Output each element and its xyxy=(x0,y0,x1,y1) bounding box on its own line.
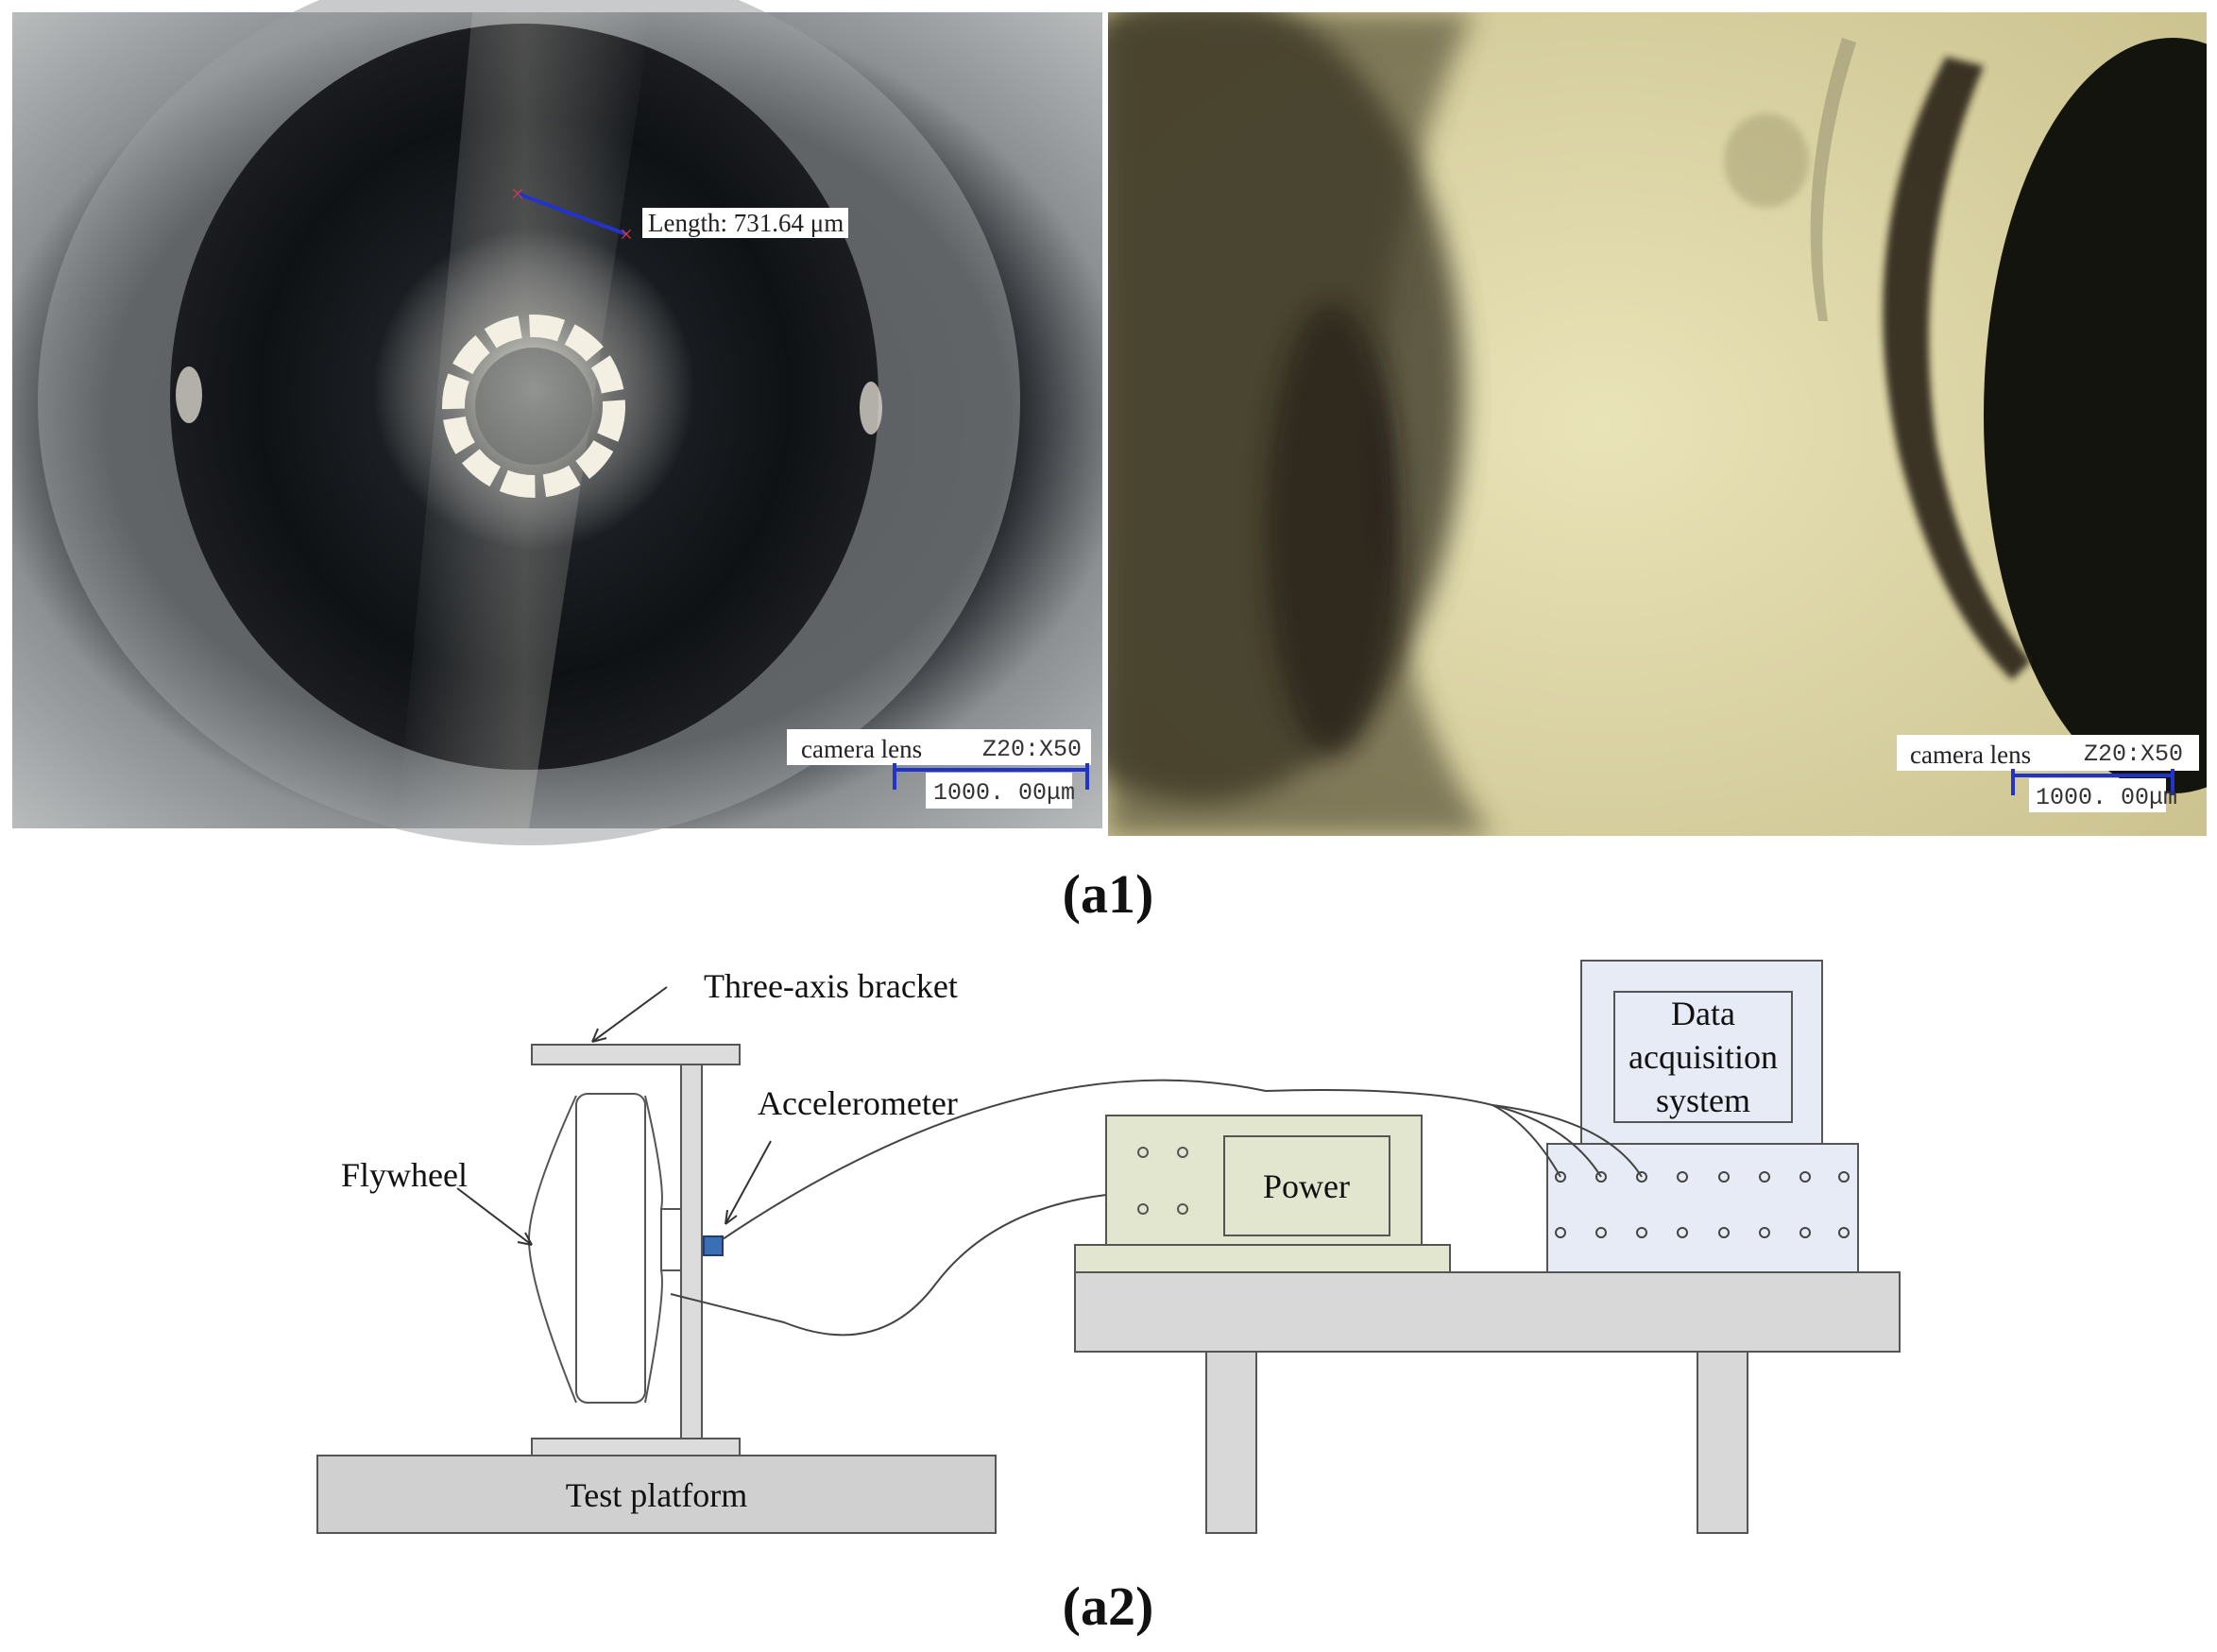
measurement-line xyxy=(517,192,627,236)
accelerometer-sensor xyxy=(703,1235,724,1256)
right-microscope-photo: camera lens Z20:X50 1000. 00μm xyxy=(1108,12,2207,836)
label-daq-line1: Data xyxy=(1671,995,1735,1032)
left-scalebar-title: camera lens xyxy=(801,735,922,763)
flywheel-rim xyxy=(575,1093,646,1404)
right-scalebar-title: camera lens xyxy=(1910,741,2031,769)
right-bore-hole xyxy=(1984,38,2207,793)
power-terminals xyxy=(1137,1147,1188,1215)
bracket-base-plate xyxy=(531,1438,741,1456)
table-top xyxy=(1074,1271,1901,1353)
accelerometer-cable xyxy=(722,1079,1561,1240)
left-side-reflection xyxy=(176,366,202,423)
flywheel-disc xyxy=(527,1095,577,1404)
measurement-label-box xyxy=(642,208,848,238)
center-reflection xyxy=(475,348,592,465)
power-panel xyxy=(1223,1135,1390,1236)
left-scalebar-zoom: Z20:X50 xyxy=(982,736,1082,763)
right-scalebar-value: 1000. 00μm xyxy=(2036,784,2177,811)
schematic-labels: Three-axis bracket Accelerometer Flywhee… xyxy=(341,967,1778,1514)
label-daq-line3: system xyxy=(1656,1081,1750,1119)
ring-light-reflection xyxy=(442,315,625,498)
right-scalebar-title-box xyxy=(1897,735,2199,771)
left-scalebar-value: 1000. 00μm xyxy=(933,779,1075,807)
label-flywheel: Flywheel xyxy=(341,1156,468,1194)
label-accelerometer: Accelerometer xyxy=(758,1084,958,1122)
bracket-pillar xyxy=(680,1061,703,1439)
right-side-reflection xyxy=(860,382,882,434)
daq-terminals xyxy=(1555,1171,1850,1238)
label-three-axis-bracket: Three-axis bracket xyxy=(704,967,958,1005)
right-scalebar-zoom: Z20:X50 xyxy=(2084,741,2183,768)
bracket-top-plate xyxy=(531,1044,741,1065)
test-setup-schematic xyxy=(316,960,1901,1534)
panel-label-a2: (a2) xyxy=(1063,1575,1154,1637)
left-scalebar-value-box xyxy=(926,773,1072,809)
leader-lines xyxy=(456,986,772,1246)
measurement-start-mark: × xyxy=(511,182,524,207)
panel-label-a1: (a1) xyxy=(1063,863,1154,925)
right-scalebar-value-box xyxy=(2029,778,2166,812)
label-test-platform: Test platform xyxy=(566,1476,747,1514)
measurement-label: Length: 731.64 μm xyxy=(648,209,844,237)
daq-screen xyxy=(1613,991,1793,1123)
daq-chassis xyxy=(1546,1143,1859,1273)
flywheel-hub xyxy=(660,1208,682,1271)
power-cable xyxy=(670,1194,1107,1337)
power-base xyxy=(1074,1244,1451,1273)
measurement-end-mark: × xyxy=(620,223,633,247)
label-power: Power xyxy=(1263,1167,1350,1205)
table-leg-left xyxy=(1205,1351,1257,1534)
test-platform-block xyxy=(316,1455,997,1534)
left-microscope-photo: × × Length: 731.64 μm camera lens Z20:X5… xyxy=(12,0,1102,845)
table-leg-right xyxy=(1697,1351,1748,1534)
worn-dark-band xyxy=(1883,57,2031,680)
left-scalebar-title-box xyxy=(787,729,1091,765)
label-daq-line2: acquisition xyxy=(1629,1038,1778,1076)
